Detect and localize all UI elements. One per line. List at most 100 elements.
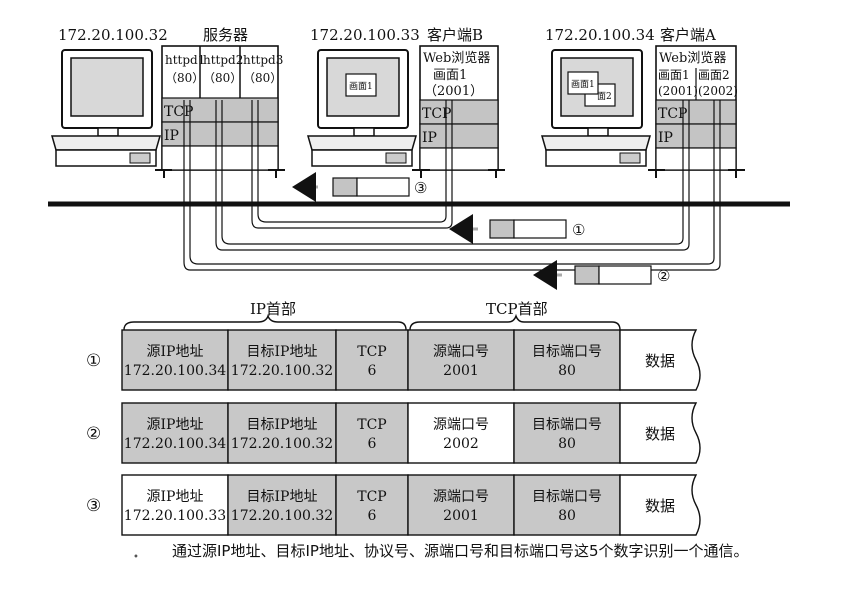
client-b-tcp-layer: TCP [422,106,451,122]
packet-marker-1: ① [455,220,585,239]
cell-src [122,330,228,390]
cell-src-label: 源IP地址 [147,344,204,360]
cell-dst [228,403,336,463]
cell-proto-label: TCP [357,417,386,433]
client-a-screen-2-port: (2002) [698,84,738,98]
server-tcp-layer: TCP [164,104,193,120]
server-title: 服务器 [203,26,248,44]
cell-dport [514,475,620,535]
cell-src-value: 172.20.100.34 [124,436,227,452]
client-b-ip-label: 172.20.100.33 [310,26,420,44]
cell-dport-value: 80 [558,363,576,379]
cell-dst [228,475,336,535]
cell-dport [514,330,620,390]
cell-sport-label: 源端口号 [433,489,489,505]
client-a-screen-1: 画面1 [658,68,690,82]
cell-dport [514,403,620,463]
client-a-screen-2: 画面2 [698,68,730,82]
server-stack: 服务器 httpd1 （80） httpd2 （80） httpd3 （80） … [155,26,285,178]
cell-src-label: 源IP地址 [147,417,204,433]
client-a-app: Web浏览器 [659,50,726,66]
cell-dport-label: 目标端口号 [532,417,602,433]
cell-proto-label: TCP [357,489,386,505]
client-a-computer: 172.20.100.34 面2 画面1 [542,26,655,166]
cell-dst-label: 目标IP地址 [247,417,318,433]
client-a-title: 客户端A [660,26,716,44]
client-b-computer: 172.20.100.33 画面1 [308,26,420,166]
cell-sport-value: 2001 [443,508,479,524]
ip-header-label: IP首部 [250,300,296,318]
cell-sport-label: 源端口号 [433,417,489,433]
client-a-ip-layer: IP [658,130,673,146]
row-number: ③ [86,496,101,516]
cell-proto [336,475,408,535]
cell-dport-label: 目标端口号 [532,344,602,360]
cell-data-label: 数据 [645,425,675,443]
server-app-2-port: （80） [203,71,242,85]
client-b-ip-layer: IP [422,130,437,146]
packet-row: ① 源IP地址 172.20.100.34 目标IP地址 172.20.100.32 TC… [86,330,700,390]
server-ip-label: 172.20.100.32 [58,26,168,44]
client-b-screen: 画面1 [433,68,467,83]
packet-marker-2-num: ② [657,267,670,285]
cell-dst-value: 172.20.100.32 [231,436,333,452]
packet-marker-2: ② [539,266,670,285]
server-app-3-port: （80） [243,71,282,85]
client-b-app: Web浏览器 [423,50,490,66]
cell-src-value: 172.20.100.33 [124,508,226,524]
caption: 通过源IP地址、目标IP地址、协议号、源端口号和目标端口号这5个数字识别一个通信… [172,540,812,562]
server-app-3: httpd3 [243,53,283,67]
server-app-2: httpd2 [203,53,243,67]
cell-dst-label: 目标IP地址 [247,344,318,360]
cell-data-label: 数据 [645,497,675,515]
client-b-stack: 客户端B Web浏览器 画面1 （2001） TCP IP [412,26,505,178]
packet-row: ③ 源IP地址 172.20.100.33 目标IP地址 172.20.100.32 TC… [86,475,700,535]
cell-dst-value: 172.20.100.32 [231,363,333,379]
cell-sport [408,330,514,390]
cell-src [122,403,228,463]
client-a-ip-label: 172.20.100.34 [545,26,655,44]
row-number: ① [86,351,101,371]
server-ip-layer: IP [164,128,179,144]
server-app-1: httpd1 [165,53,205,67]
cell-dst [228,330,336,390]
client-a-screen-1-port: (2001) [658,84,698,98]
ip-header-brace: IP首部 [124,300,406,330]
caption-bullet: • [133,552,139,563]
cell-dst-value: 172.20.100.32 [231,508,333,524]
cell-sport-value: 2002 [443,436,479,452]
cell-proto-label: TCP [357,344,386,360]
cell-src [122,475,228,535]
cell-dst-label: 目标IP地址 [247,489,318,505]
cell-proto [336,330,408,390]
client-b-port: （2001） [424,84,483,99]
tcp-header-label: TCP首部 [486,300,548,318]
cell-dport-label: 目标端口号 [532,489,602,505]
packet-marker-3: ③ [298,178,427,197]
cell-sport [408,403,514,463]
tcp-header-brace: TCP首部 [410,300,620,330]
cell-data-label: 数据 [645,352,675,370]
packet-marker-3-num: ③ [414,179,427,197]
cell-proto-value: 6 [368,363,377,379]
cell-src-label: 源IP地址 [147,489,204,505]
cell-sport-label: 源端口号 [433,344,489,360]
cell-sport [408,475,514,535]
client-a-monitor-window-1: 画面1 [571,79,595,90]
client-b-monitor-window: 画面1 [349,81,373,92]
client-a-stack: 客户端A Web浏览器 画面1 (2001) 画面2 (2002) TCP IP [648,26,745,178]
cell-proto-value: 6 [368,508,377,524]
packet-marker-1-num: ① [572,221,585,239]
cell-dport-value: 80 [558,508,576,524]
cell-src-value: 172.20.100.34 [124,363,227,379]
client-b-title: 客户端B [427,26,483,44]
client-a-monitor-window-2: 面2 [597,91,612,102]
cell-sport-value: 2001 [443,363,479,379]
cell-proto-value: 6 [368,436,377,452]
packet-row: ② 源IP地址 172.20.100.34 目标IP地址 172.20.100.32 TC… [86,403,700,463]
row-number: ② [86,424,101,444]
cell-dport-value: 80 [558,436,576,452]
cell-proto [336,403,408,463]
